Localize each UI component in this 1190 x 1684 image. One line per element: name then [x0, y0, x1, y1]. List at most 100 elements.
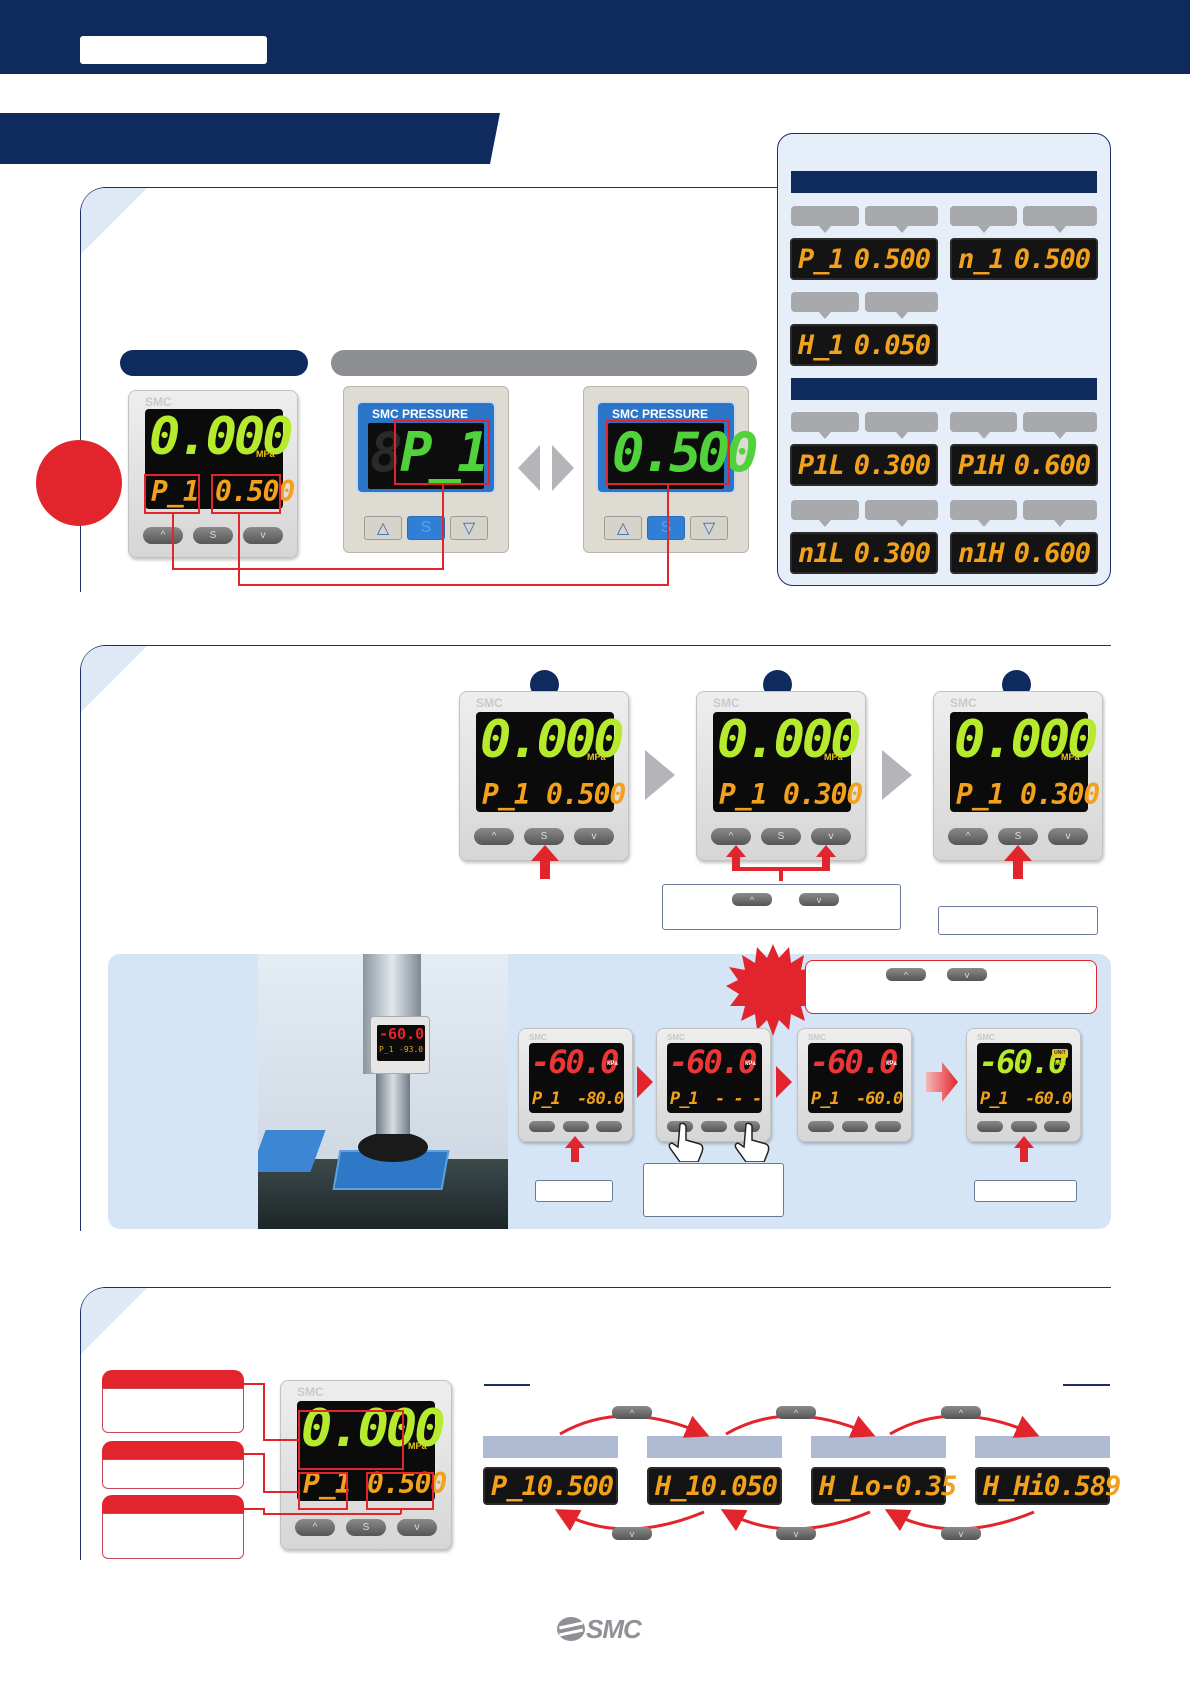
side-tab	[791, 412, 859, 439]
cycle-label	[647, 1436, 782, 1458]
display-keys: △ S ▽	[604, 516, 728, 540]
set-button[interactable]: S	[524, 828, 564, 845]
device-screen	[667, 1043, 762, 1113]
suction-cup	[358, 1132, 428, 1162]
setting-strip-p1l: P1L 0.300	[790, 444, 938, 486]
connector-line	[172, 514, 174, 569]
smc-logo-icon	[557, 1617, 585, 1641]
down-button[interactable]	[875, 1121, 901, 1132]
red-up-arrow-icon	[1004, 845, 1032, 879]
down-button[interactable]: v	[811, 828, 851, 845]
annotation-card-1	[102, 1388, 244, 1433]
strip-value: 0.500	[1013, 243, 1091, 275]
main-display: 0.000	[717, 710, 862, 770]
switch-device-s3: SMC 0.000 MPa P_1 0.500 ^ S v	[280, 1380, 452, 1550]
highlight-display-b	[606, 420, 730, 485]
conveyor-photo: -60.0 P_1 -93.0	[258, 954, 508, 1229]
annotation-label-3	[102, 1495, 244, 1517]
gradient-arrow-icon	[926, 1062, 958, 1102]
annotation-line	[400, 1509, 402, 1514]
cycle-strip-hhi: H_Hi 0.589	[975, 1467, 1121, 1505]
strip-code: P1L	[798, 449, 845, 481]
mini-screen	[377, 1025, 425, 1061]
up-button[interactable]: ^	[948, 828, 988, 845]
red-bracket-arrows	[726, 845, 836, 881]
sub-display-right: 0.300	[1020, 778, 1100, 811]
cycle-rule-left	[484, 1384, 530, 1386]
down-key[interactable]: ▽	[690, 516, 728, 540]
up-button[interactable]: ^	[474, 828, 514, 845]
mini-switch-device: -60.0 P_1 -93.0	[370, 1016, 430, 1074]
side-tab	[791, 206, 859, 233]
annotation-label-2	[102, 1441, 244, 1463]
device-button-row: ^ S v	[143, 527, 283, 544]
display-face: SMC PRESSURE 0.500	[596, 401, 759, 494]
set-key[interactable]: S	[647, 516, 685, 540]
down-button-icon: v	[941, 1527, 981, 1540]
set-button[interactable]	[700, 1121, 727, 1132]
down-button[interactable]: v	[574, 828, 614, 845]
setting-strip-n1h: n1H 0.600	[950, 532, 1098, 574]
attention-circle	[36, 440, 122, 526]
up-button[interactable]	[529, 1121, 555, 1132]
strip-code: P_1	[798, 243, 845, 275]
down-button[interactable]: v	[243, 527, 283, 544]
set-button[interactable]: S	[193, 527, 233, 544]
up-button[interactable]: ^	[143, 527, 183, 544]
main-display: -60.0	[669, 1043, 757, 1081]
up-key[interactable]: △	[604, 516, 642, 540]
annotation-card-2	[102, 1459, 244, 1489]
side-tab	[950, 206, 1017, 233]
up-button[interactable]: ^	[295, 1519, 335, 1536]
down-button[interactable]	[596, 1121, 622, 1132]
step2-caption-box	[662, 884, 901, 930]
section3-panel	[80, 1287, 1111, 1560]
up-button[interactable]	[808, 1121, 834, 1132]
side-tab	[865, 292, 938, 319]
up-key[interactable]: △	[364, 516, 402, 540]
mini-sub-display-left: P_1	[379, 1045, 394, 1054]
device-brand: SMC	[667, 1033, 685, 1042]
set-button[interactable]	[1010, 1121, 1037, 1132]
connector-line	[172, 568, 443, 570]
side-tab	[865, 206, 938, 233]
annotation-card-3	[102, 1513, 244, 1559]
set-button[interactable]: S	[998, 828, 1038, 845]
up-button-icon: ^	[941, 1406, 981, 1419]
product-label: SMC PRESSURE	[612, 407, 708, 421]
up-button[interactable]: ^	[711, 828, 751, 845]
set-button[interactable]: S	[761, 828, 801, 845]
unit-label: MPa	[1061, 752, 1080, 762]
down-key[interactable]: ▽	[450, 516, 488, 540]
unit-label: kPa	[607, 1061, 618, 1067]
header-tag	[80, 36, 267, 64]
side-tab	[791, 500, 859, 527]
product-name: PRESSURE	[402, 407, 469, 421]
device-button-row	[529, 1121, 622, 1132]
set-button[interactable]: S	[346, 1519, 386, 1536]
cycle-strip-hlo: H_Lo -0.35	[811, 1467, 957, 1505]
setting-strip-n1: n_1 0.500	[950, 238, 1098, 280]
cycle-label	[483, 1436, 618, 1458]
annotation-line	[263, 1439, 299, 1441]
device-brand: SMC	[950, 696, 977, 710]
sub-display-left: P_1	[670, 1089, 699, 1109]
set-key[interactable]: S	[407, 516, 445, 540]
down-button[interactable]	[1044, 1121, 1070, 1132]
set-button[interactable]	[841, 1121, 868, 1132]
strip-value: 0.300	[853, 537, 931, 569]
switch-device-s1: SMC 0.000 MPa P_1 0.500 ^ S v	[128, 390, 298, 558]
sub-display-right: -60.0	[1025, 1089, 1072, 1109]
unit-label: MPa	[587, 752, 606, 762]
set-button[interactable]	[562, 1121, 589, 1132]
up-button[interactable]	[977, 1121, 1003, 1132]
device-brand: SMC	[612, 407, 639, 421]
down-button-icon: v	[776, 1527, 816, 1540]
down-button[interactable]: v	[1048, 828, 1088, 845]
setting-strip-h1: H_1 0.050	[790, 324, 938, 366]
down-button[interactable]: v	[397, 1519, 437, 1536]
annotation-line	[263, 1513, 401, 1515]
main-display: 0.000	[301, 1399, 446, 1459]
strip-value: 0.300	[853, 449, 931, 481]
cycle-label	[811, 1436, 946, 1458]
